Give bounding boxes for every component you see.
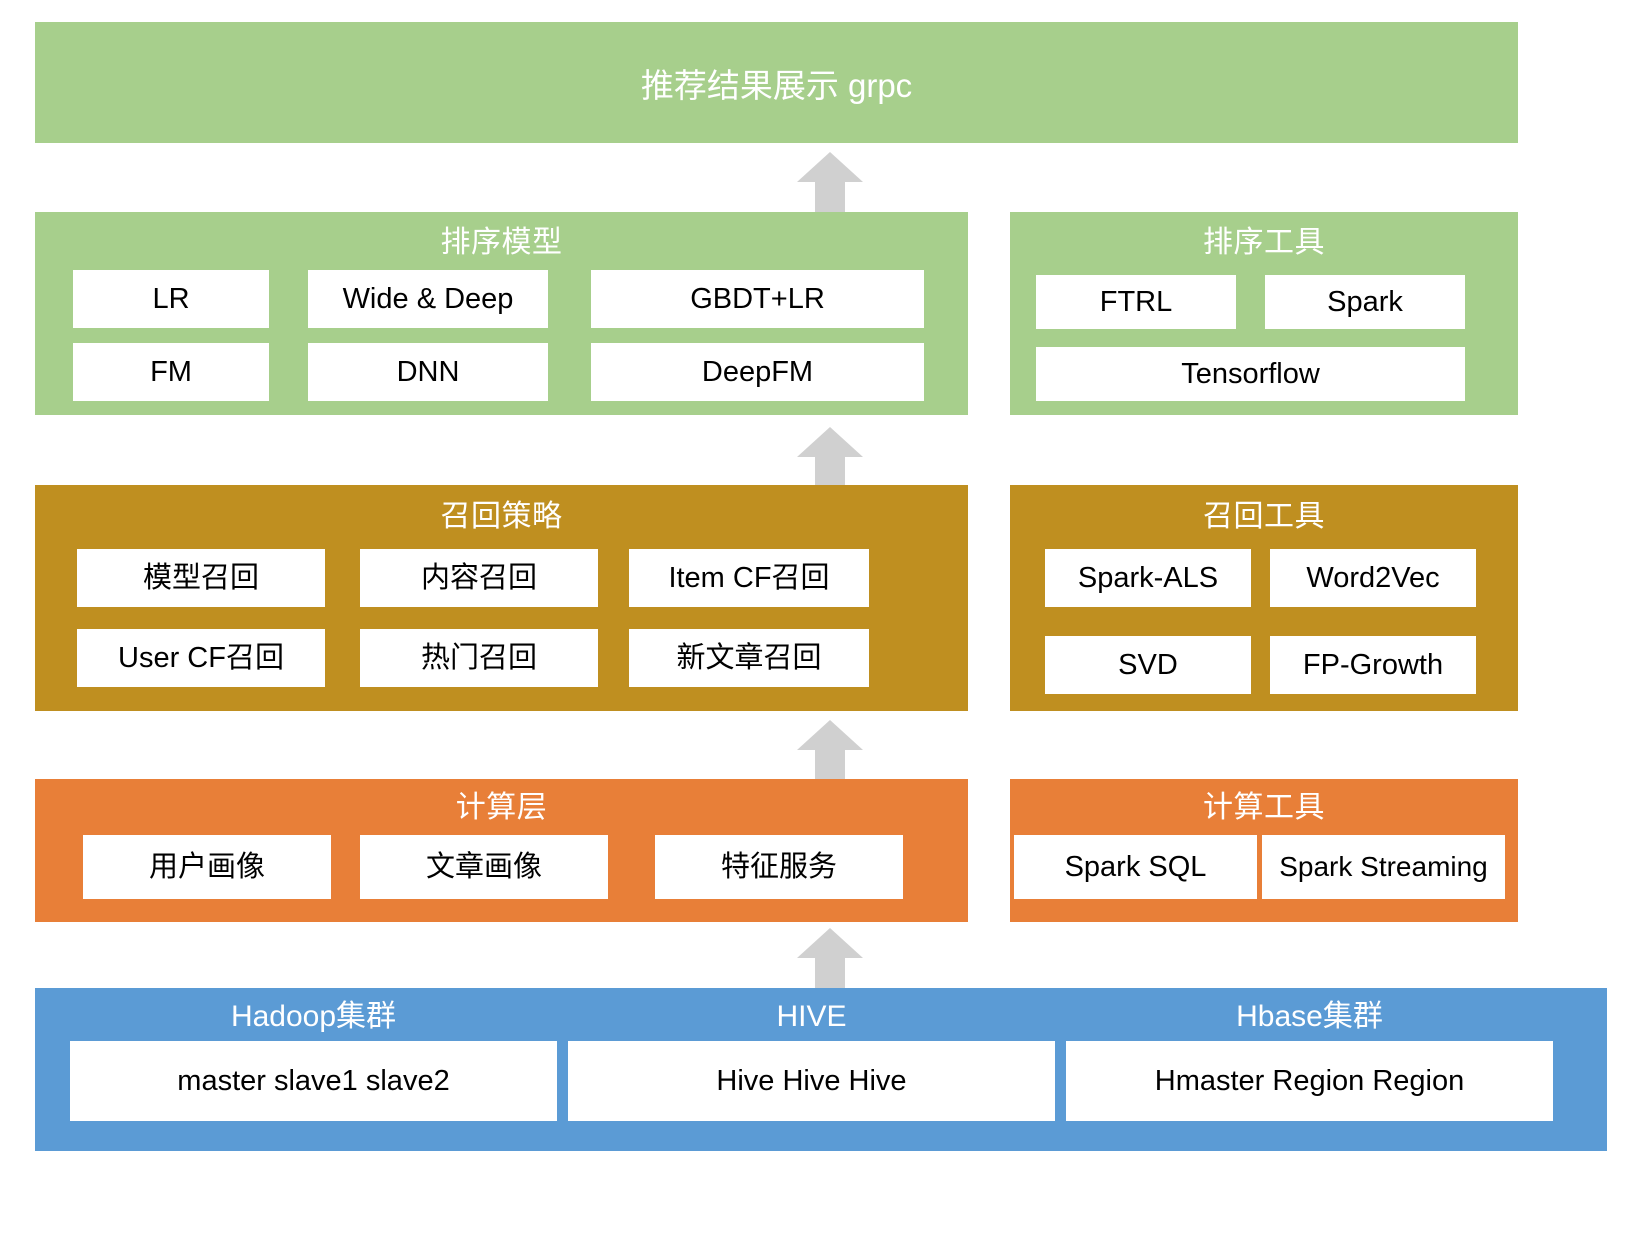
box-tool-word2vec[interactable]: Word2Vec: [1270, 549, 1476, 607]
panel-title-compute-layer: 计算层: [455, 791, 548, 824]
panel-compute-layer: 计算层 用户画像 文章画像 特征服务: [35, 779, 968, 922]
box-recall-content[interactable]: 内容召回: [360, 549, 598, 607]
box-tool-svd[interactable]: SVD: [1045, 636, 1251, 694]
box-recall-model[interactable]: 模型召回: [77, 549, 325, 607]
panel-recall-strategy: 召回策略 模型召回 内容召回 Item CF召回 User CF召回 热门召回 …: [35, 485, 968, 711]
box-ranking-lr[interactable]: LR: [73, 270, 269, 328]
result-display-banner: 推荐结果展示 grpc: [35, 22, 1518, 143]
storage-title-hive: HIVE: [776, 1000, 847, 1033]
box-tool-spark-als[interactable]: Spark-ALS: [1045, 549, 1251, 607]
box-tool-spark-sql[interactable]: Spark SQL: [1014, 835, 1257, 899]
box-ranking-fm[interactable]: FM: [73, 343, 269, 401]
box-tool-spark[interactable]: Spark: [1265, 275, 1465, 329]
panel-ranking-model: 排序模型 LR Wide & Deep GBDT+LR FM DNN DeepF…: [35, 212, 968, 415]
panel-title-recall-strategy: 召回策略: [440, 500, 563, 533]
panel-title-ranking-model: 排序模型: [440, 226, 563, 259]
panel-ranking-tools: 排序工具 FTRL Spark Tensorflow: [1010, 212, 1518, 415]
box-storage-hive-nodes[interactable]: Hive Hive Hive: [568, 1041, 1055, 1121]
box-recall-item-cf[interactable]: Item CF召回: [629, 549, 869, 607]
storage-title-hadoop: Hadoop集群: [230, 1000, 397, 1033]
panel-storage-layer: Hadoop集群 master slave1 slave2 HIVE Hive …: [35, 988, 1607, 1151]
arrow-compute-to-recall: [797, 720, 863, 780]
panel-title-ranking-tools: 排序工具: [1203, 226, 1325, 259]
box-tool-spark-streaming[interactable]: Spark Streaming: [1262, 835, 1505, 899]
box-compute-article-profile[interactable]: 文章画像: [360, 835, 608, 899]
box-ranking-dnn[interactable]: DNN: [308, 343, 548, 401]
box-recall-user-cf[interactable]: User CF召回: [77, 629, 325, 687]
box-storage-hbase-nodes[interactable]: Hmaster Region Region: [1066, 1041, 1553, 1121]
storage-title-hbase: Hbase集群: [1236, 1000, 1383, 1033]
box-recall-new-article[interactable]: 新文章召回: [629, 629, 869, 687]
panel-title-compute-tools: 计算工具: [1203, 791, 1325, 824]
box-ranking-gbdt-lr[interactable]: GBDT+LR: [591, 270, 924, 328]
panel-title-recall-tools: 召回工具: [1203, 500, 1325, 533]
panel-compute-tools: 计算工具 Spark SQL Spark Streaming: [1010, 779, 1518, 922]
box-tool-tensorflow[interactable]: Tensorflow: [1036, 347, 1465, 401]
arrow-ranking-to-banner: [797, 152, 863, 212]
banner-label: 推荐结果展示 grpc: [640, 66, 913, 104]
arrow-recall-to-ranking: [797, 427, 863, 487]
arrow-storage-to-compute: [797, 928, 863, 988]
box-ranking-deepfm[interactable]: DeepFM: [591, 343, 924, 401]
box-compute-user-profile[interactable]: 用户画像: [83, 835, 331, 899]
panel-recall-tools: 召回工具 Spark-ALS Word2Vec SVD FP-Growth: [1010, 485, 1518, 711]
box-storage-hadoop-nodes[interactable]: master slave1 slave2: [70, 1041, 557, 1121]
box-compute-feature-service[interactable]: 特征服务: [655, 835, 903, 899]
box-ranking-wide-and-deep[interactable]: Wide & Deep: [308, 270, 548, 328]
box-tool-fp-growth[interactable]: FP-Growth: [1270, 636, 1476, 694]
box-tool-ftrl[interactable]: FTRL: [1036, 275, 1236, 329]
box-recall-hot[interactable]: 热门召回: [360, 629, 598, 687]
